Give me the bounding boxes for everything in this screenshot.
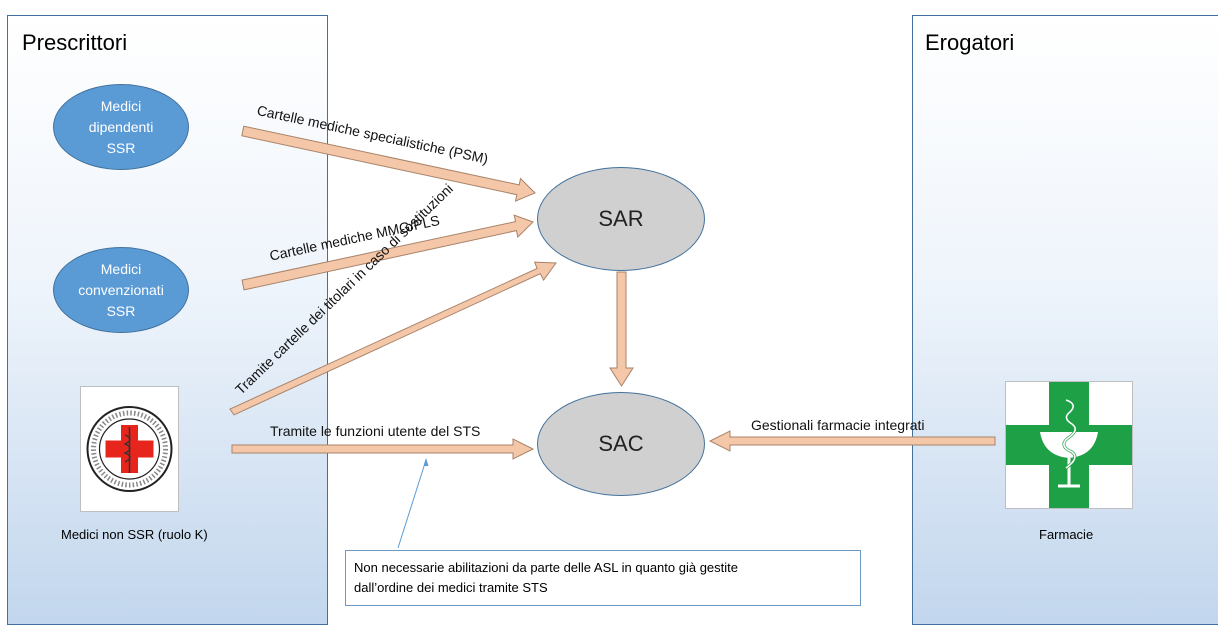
- arrow-farmacie: [708, 430, 996, 452]
- node-line: Medici: [100, 260, 142, 277]
- node-line: SSR: [106, 139, 136, 156]
- note-line-1: Non necessarie abilitazioni da parte del…: [354, 560, 738, 575]
- medical-order-seal-icon: [86, 406, 173, 492]
- label-sts: Tramite le funzioni utente del STS: [270, 423, 481, 439]
- note-pointer-head: [423, 458, 429, 466]
- note-box: Non necessarie abilitazioni da parte del…: [345, 550, 861, 606]
- node-sac: SAC: [537, 392, 705, 496]
- ordine-medici-logo: [80, 386, 179, 512]
- node-line: dipendenti: [88, 118, 154, 135]
- node-medici-dipendenti: Medici dipendenti SSR: [53, 84, 189, 170]
- arrow-sts: [231, 438, 535, 460]
- caption-farmacie: Farmacie: [1039, 527, 1094, 542]
- arrow-mmg: [241, 214, 534, 291]
- farmacia-logo: [1005, 381, 1133, 509]
- node-sar: SAR: [537, 167, 705, 271]
- arrow-sar-to-sac: [609, 271, 634, 387]
- label-farmacie: Gestionali farmacie integrati: [751, 417, 925, 433]
- node-line: SSR: [106, 302, 136, 319]
- note-line-2: dall’ordine dei medici tramite STS: [354, 580, 548, 595]
- arrow-sostituzioni: [229, 261, 557, 416]
- note-pointer-line: [397, 459, 427, 549]
- node-line: Medici: [100, 97, 142, 114]
- node-medici-convenzionati: Medici convenzionati SSR: [53, 247, 189, 333]
- node-line: convenzionati: [78, 281, 164, 298]
- erogatori-panel: [912, 15, 1218, 625]
- caption-medici-non-ssr: Medici non SSR (ruolo K): [61, 527, 208, 542]
- arrow-psm: [241, 125, 536, 202]
- erogatori-title: Erogatori: [925, 30, 1015, 55]
- prescrittori-title: Prescrittori: [22, 30, 128, 55]
- pharmacy-cross-icon: [1006, 382, 1132, 508]
